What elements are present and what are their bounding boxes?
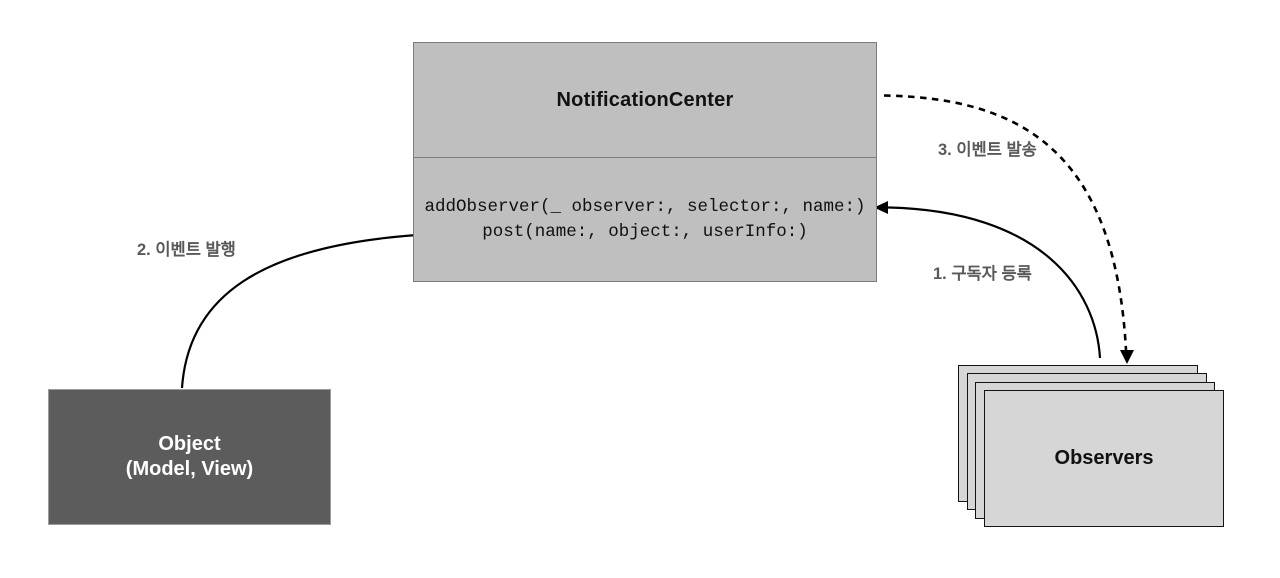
subscribe-arrow-label: 1. 구독자 등록: [933, 265, 1032, 283]
observer-card-front: Observers: [984, 390, 1224, 527]
notification-center-methods: addObserver(_ observer:, selector:, name…: [414, 157, 876, 281]
observers-label: Observers: [1054, 447, 1154, 469]
notification-center-box: NotificationCenter addObserver(_ observe…: [413, 42, 877, 282]
notification-center-header: NotificationCenter: [414, 43, 876, 157]
dispatch-arrowhead: [1120, 350, 1134, 364]
dispatch-arrow-label: 3. 이벤트 발송: [938, 141, 1037, 159]
object-subtitle: (Model, View): [125, 458, 254, 480]
dispatch-arrow: [883, 94, 1128, 351]
method-add-observer: addObserver(_ observer:, selector:, name…: [424, 196, 866, 217]
publish-arrow-label: 2. 이벤트 발행: [137, 241, 236, 259]
observers-stack: Observers: [958, 365, 1226, 529]
object-title: Object: [158, 433, 221, 455]
object-box: Object (Model, View): [48, 389, 331, 525]
method-post: post(name:, object:, userInfo:): [482, 221, 808, 242]
notification-center-title: NotificationCenter: [556, 88, 734, 111]
